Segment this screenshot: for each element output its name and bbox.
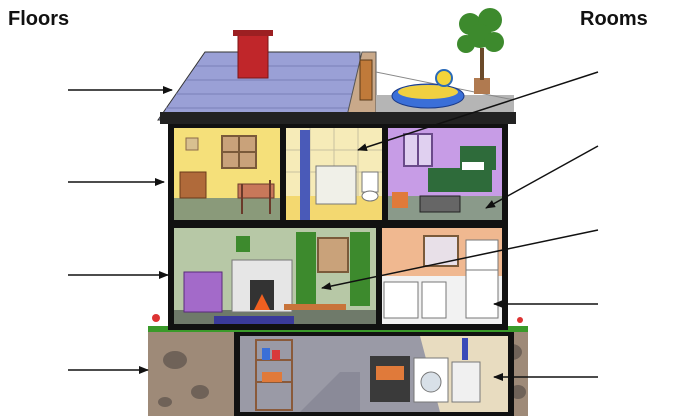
room-arrow-icon [357,71,599,152]
shower-curtain [300,130,310,220]
fire-icon [254,294,270,310]
dresser-icon [179,171,207,199]
crib-icon [237,183,275,199]
rug [214,316,294,324]
floors-label: Floors [8,8,70,30]
picture-icon [185,137,199,151]
sink-icon [315,165,357,205]
window-icon [317,237,349,273]
bottle-icon [462,338,468,360]
shelf-icon [255,339,293,411]
tree-icon [457,8,504,53]
room-arrow-icon [485,145,599,209]
chimney-icon [237,31,269,79]
roof-door [359,59,373,101]
ball-icon [435,69,453,87]
roof-eave [160,112,516,124]
coffee-table-icon [284,304,346,310]
pool-water [398,85,458,99]
dishwasher-icon [421,281,447,319]
plant-icon [236,236,250,252]
sofa-chair-icon [183,271,223,313]
flower-icon [152,314,160,322]
stairs-icon [300,372,360,412]
box-icon [392,192,408,208]
pillow [462,162,484,170]
rooms-label: Rooms [580,8,648,30]
toy-chest-icon [419,195,461,213]
tree-pot [474,78,490,94]
room-arrow-icon [321,229,599,291]
flower-icon [517,317,523,323]
tree-trunk [480,48,484,80]
chimney-cap [233,30,273,36]
stove-icon [383,281,419,319]
bed-icon [428,168,492,192]
curtain-right [350,232,370,306]
window-icon [423,235,459,267]
curtain-left [296,232,316,306]
toilet-icon [361,171,379,193]
fridge-icon [465,239,499,319]
roof-shingles [166,65,360,109]
dryer-icon [451,361,481,403]
bedroom-left-floor [174,198,280,220]
